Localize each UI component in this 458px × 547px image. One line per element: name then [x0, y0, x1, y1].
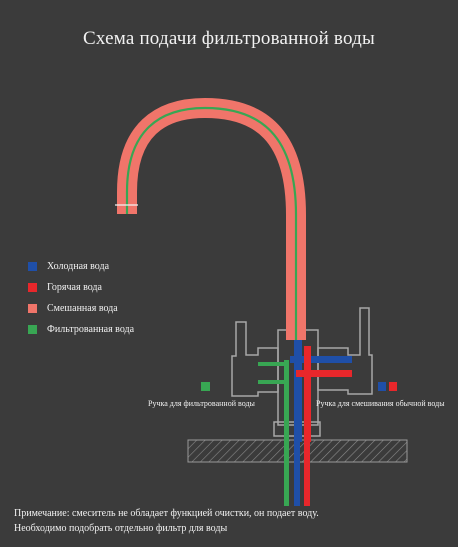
- legend-label: Горячая вода: [47, 282, 102, 293]
- swatch-cold: [28, 262, 37, 271]
- legend-item-hot: Горячая вода: [28, 277, 134, 298]
- filtered-handle-label: Ручка для фильтрованной воды: [148, 399, 255, 408]
- note-line-2: Необходимо подобрать отдельно фильтр для…: [14, 523, 228, 534]
- mixer-handle-marker-hot: [389, 382, 397, 391]
- swatch-mixed: [28, 304, 37, 313]
- mixer-handle-label: Ручка для смешивания обычной воды: [316, 399, 445, 408]
- mixer-handle-marker-cold: [378, 382, 386, 391]
- legend-label: Фильтрованная вода: [47, 324, 135, 335]
- note: Примечание: смеситель не обладает функци…: [14, 506, 319, 536]
- legend-label: Холодная вода: [47, 261, 110, 272]
- filtered-handle-marker: [201, 382, 210, 391]
- cold-channel-v: [294, 330, 302, 442]
- filtered-pipe: [284, 440, 289, 506]
- filtered-channel-v: [284, 360, 289, 442]
- swatch-filtered: [28, 325, 37, 334]
- hot-channel-h: [296, 370, 352, 377]
- diagram-title: Схема подачи фильтрованной воды: [83, 28, 375, 49]
- note-line-1: Примечание: смеситель не обладает функци…: [14, 508, 319, 519]
- cold-pipe: [294, 440, 300, 506]
- legend-item-mixed: Смешанная вода: [28, 298, 134, 319]
- legend-item-cold: Холодная вода: [28, 256, 134, 277]
- hot-channel-v: [304, 346, 311, 442]
- spout-filtered-line: [125, 106, 298, 340]
- hot-pipe: [304, 440, 310, 506]
- filter-handle-outline: [231, 321, 279, 397]
- legend: Холодная вода Горячая вода Смешанная вод…: [28, 256, 134, 340]
- spout-mixed: [117, 97, 306, 340]
- swatch-hot: [28, 283, 37, 292]
- filtered-channel-h: [258, 362, 289, 366]
- legend-item-filtered: Фильтрованная вода: [28, 319, 134, 340]
- cold-channel-h: [290, 356, 352, 363]
- mixer-handle-outline: [317, 307, 373, 395]
- filtered-channel-h2: [258, 380, 289, 384]
- legend-label: Смешанная вода: [47, 303, 118, 314]
